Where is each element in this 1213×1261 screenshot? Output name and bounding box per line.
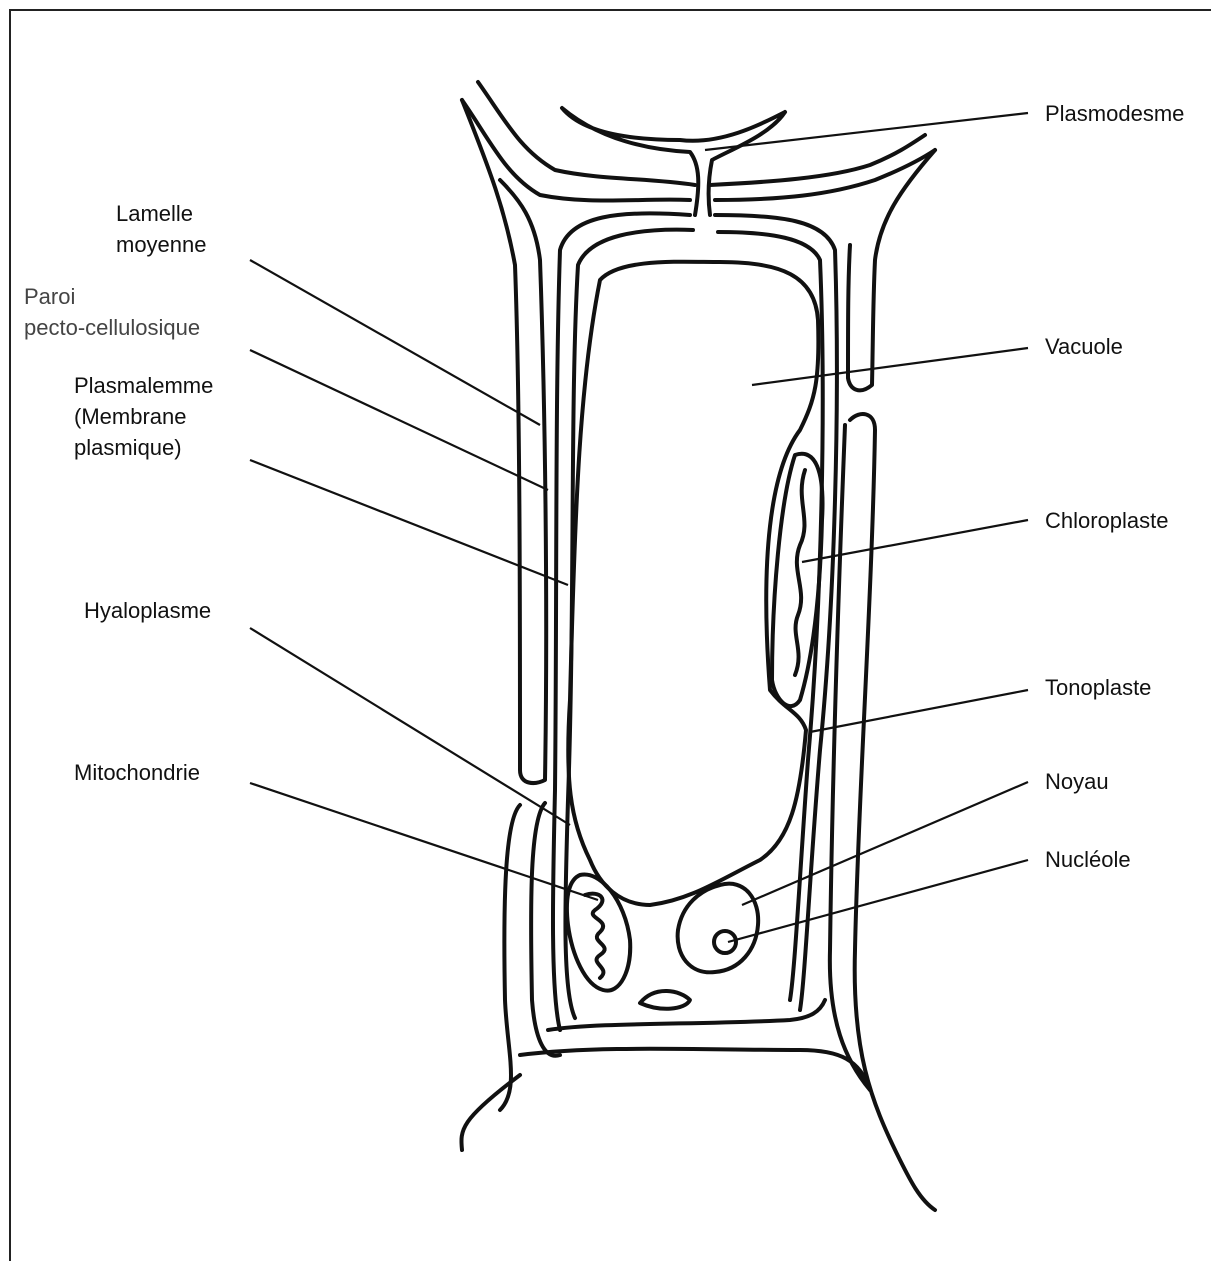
label-tonoplaste: Tonoplaste bbox=[1045, 675, 1151, 700]
nucleus-envelope bbox=[678, 884, 759, 973]
label-hyaloplasme: Hyaloplasme bbox=[84, 598, 211, 623]
right-wall-outer-lower bbox=[830, 414, 935, 1210]
leader-lines bbox=[250, 113, 1028, 942]
leader-paroi bbox=[250, 350, 548, 490]
mitochondrion-cristae bbox=[585, 894, 605, 978]
label-nucleole: Nucléole bbox=[1045, 847, 1131, 872]
label-vacuole: Vacuole bbox=[1045, 334, 1123, 359]
leader-nucleole bbox=[728, 860, 1028, 942]
figure-frame bbox=[10, 10, 1211, 1261]
left-wall-outer-lower bbox=[500, 803, 560, 1110]
label-lamelle-moyenne-line1: Lamelle bbox=[116, 201, 193, 226]
leader-plasmodesme bbox=[705, 113, 1028, 150]
cell-drawing bbox=[461, 82, 935, 1210]
leader-hyaloplasme bbox=[250, 628, 570, 825]
leader-vacuole bbox=[752, 348, 1028, 385]
label-noyau: Noyau bbox=[1045, 769, 1109, 794]
leader-lamelle bbox=[250, 260, 540, 425]
leader-tonoplaste bbox=[810, 690, 1028, 732]
label-plasmodesme: Plasmodesme bbox=[1045, 101, 1184, 126]
nucleolus bbox=[714, 931, 736, 953]
label-paroi-line1: Paroi bbox=[24, 284, 75, 309]
leader-noyau bbox=[742, 782, 1028, 905]
bottom-wall-outer bbox=[461, 1049, 870, 1150]
label-mitochondrie: Mitochondrie bbox=[74, 760, 200, 785]
label-plasmalemme-line3: plasmique) bbox=[74, 435, 182, 460]
cytoplasm-vesicle bbox=[640, 991, 690, 1009]
label-lamelle-moyenne-line2: moyenne bbox=[116, 232, 207, 257]
chloroplast-thylakoid bbox=[795, 470, 805, 675]
vacuole-tonoplast bbox=[568, 262, 818, 905]
left-wall-outer-upper bbox=[462, 100, 546, 783]
label-plasmalemme-line2: (Membrane bbox=[74, 404, 186, 429]
leader-mitochondrie bbox=[250, 783, 598, 900]
label-plasmalemme-line1: Plasmalemme bbox=[74, 373, 213, 398]
top-right-neighbour-wall-inner bbox=[710, 135, 925, 185]
label-paroi-line2: pecto-cellulosique bbox=[24, 315, 200, 340]
label-chloroplaste: Chloroplaste bbox=[1045, 508, 1169, 533]
